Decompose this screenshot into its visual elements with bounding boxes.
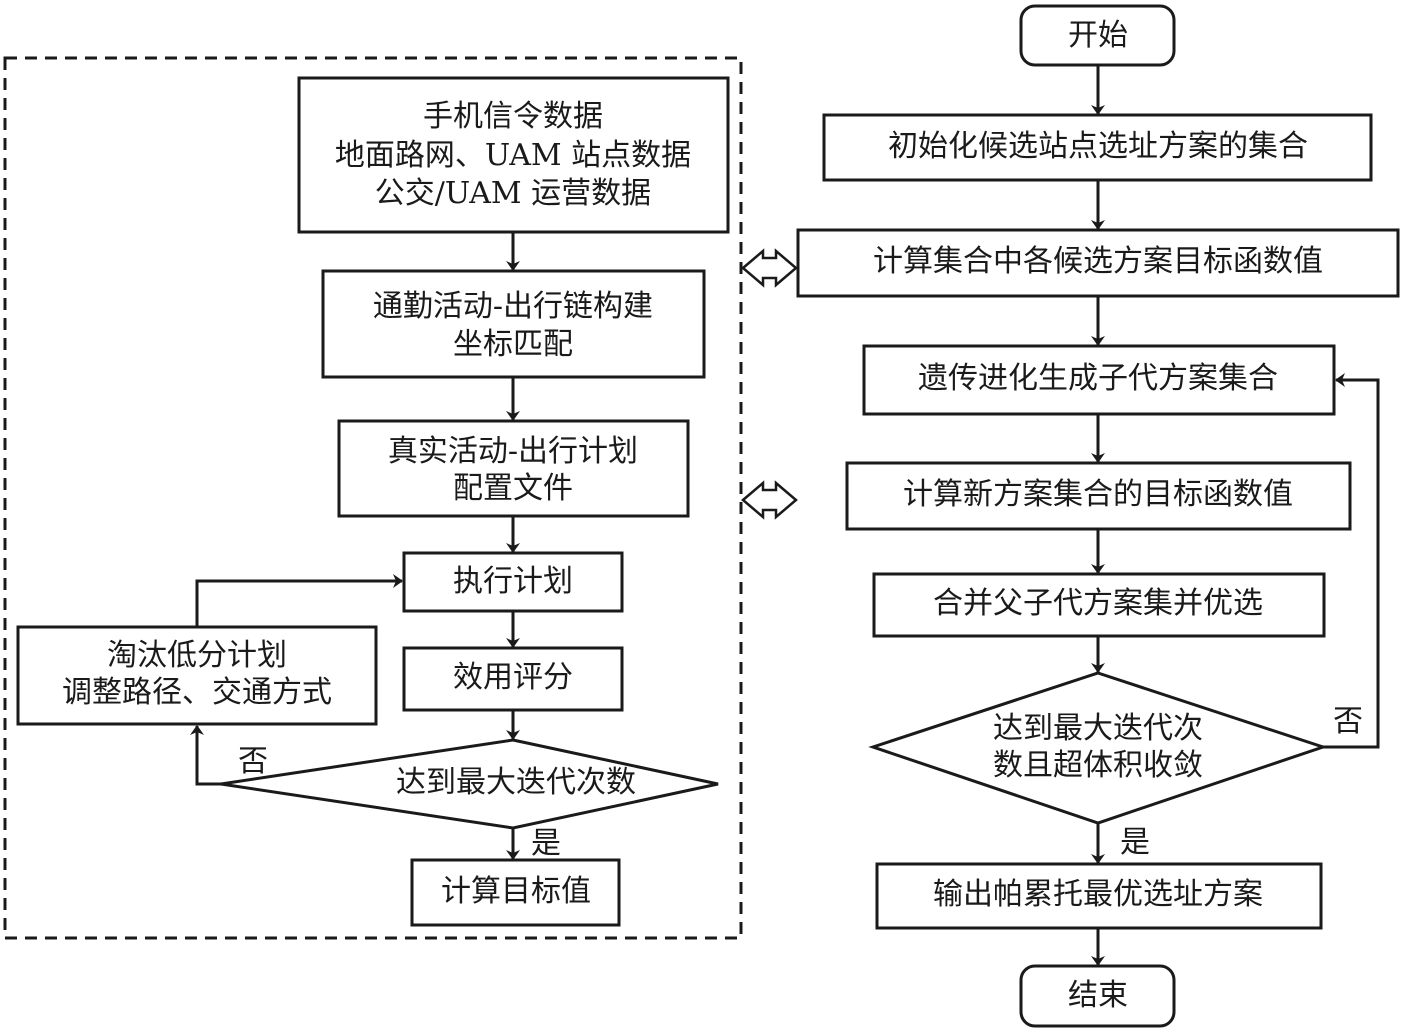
- init-set-label: 初始化候选站点选址方案的集合: [888, 129, 1308, 164]
- merge-box: 合并父子代方案集并优选: [872, 572, 1326, 638]
- eval-new-label: 计算新方案集合的目标函数值: [903, 477, 1293, 512]
- plan-file-line-1: 真实活动-出行计划: [388, 434, 638, 469]
- execute-plan-box: 执行计划: [402, 551, 624, 613]
- left-no-label: 否: [238, 744, 268, 779]
- merge-label: 合并父子代方案集并优选: [933, 586, 1263, 621]
- right-yes-label: 是: [1120, 825, 1150, 860]
- output-box: 输出帕累托最优选址方案: [875, 862, 1323, 930]
- utility-score-box: 效用评分: [402, 646, 624, 712]
- right-decision-line-2: 数且超体积收敛: [993, 748, 1203, 783]
- left-decision-diamond: 达到最大迭代次数: [220, 738, 719, 830]
- data-inputs-line-1: 手机信令数据: [423, 99, 603, 134]
- eval-set-box: 计算集合中各候选方案目标函数值: [796, 228, 1400, 298]
- arrow-replan-to-execute: [195, 574, 403, 627]
- start-label: 开始: [1068, 18, 1128, 53]
- chain-build-box: 通勤活动-出行链构建 坐标匹配: [321, 269, 706, 379]
- arrow-decision-no-to-replan: [190, 725, 221, 786]
- left-yes-label: 是: [531, 826, 561, 861]
- init-set-box: 初始化候选站点选址方案的集合: [822, 113, 1373, 182]
- eval-set-label: 计算集合中各候选方案目标函数值: [873, 244, 1323, 279]
- left-decision-label: 达到最大迭代次数: [396, 765, 636, 800]
- plan-file-box: 真实活动-出行计划 配置文件: [337, 419, 690, 518]
- compute-target-label: 计算目标值: [441, 874, 591, 909]
- right-decision-diamond: 达到最大迭代次 数且超体积收敛: [868, 671, 1328, 825]
- right-no-label: 否: [1333, 704, 1363, 739]
- start-terminal: 开始: [1019, 4, 1176, 67]
- chain-build-line-1: 通勤活动-出行链构建: [373, 289, 653, 324]
- end-label: 结束: [1068, 978, 1128, 1013]
- plan-file-line-2: 配置文件: [453, 471, 573, 506]
- simulation-module-frame: [3, 56, 743, 940]
- output-label: 输出帕累托最优选址方案: [933, 877, 1263, 912]
- utility-score-label: 效用评分: [453, 660, 573, 695]
- right-decision-line-1: 达到最大迭代次: [993, 711, 1203, 746]
- chain-build-line-2: 坐标匹配: [453, 327, 573, 362]
- data-inputs-box: 手机信令数据 地面路网、UAM 站点数据 公交/UAM 运营数据: [297, 76, 730, 234]
- replan-box: 淘汰低分计划 调整路径、交通方式: [16, 625, 378, 726]
- arrow-decision-no-to-genetic: [1323, 373, 1380, 749]
- genetic-label: 遗传进化生成子代方案集合: [918, 361, 1278, 396]
- end-terminal: 结束: [1019, 964, 1176, 1028]
- data-inputs-line-3: 公交/UAM 运营数据: [375, 176, 651, 211]
- genetic-box: 遗传进化生成子代方案集合: [862, 344, 1336, 416]
- replan-line-1: 淘汰低分计划: [107, 638, 287, 673]
- compute-target-box: 计算目标值: [410, 858, 621, 927]
- replan-line-2: 调整路径、交通方式: [62, 675, 332, 710]
- double-arrow-icon-eval-link: [741, 248, 798, 288]
- eval-new-box: 计算新方案集合的目标函数值: [845, 461, 1352, 531]
- execute-plan-label: 执行计划: [453, 564, 573, 599]
- double-arrow-icon-new-eval-link: [741, 480, 798, 520]
- data-inputs-line-2: 地面路网、UAM 站点数据: [335, 138, 691, 173]
